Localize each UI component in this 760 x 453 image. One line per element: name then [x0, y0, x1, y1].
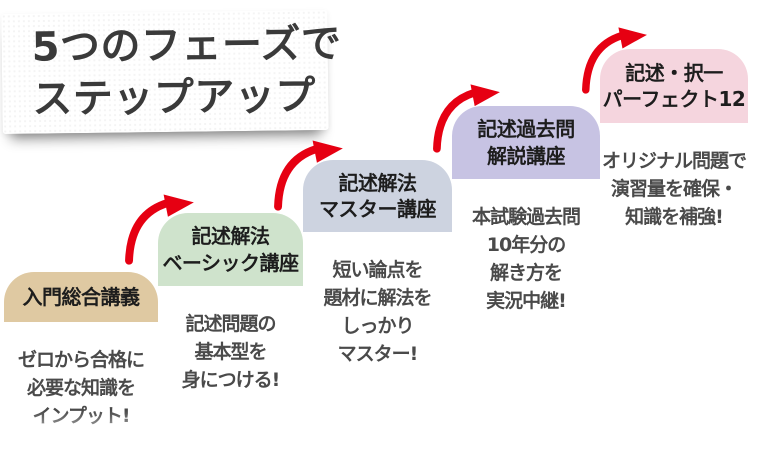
- step-1-description: ゼロから合格に 必要な知識を インプット!: [4, 322, 158, 450]
- step-4-description: 本試験過去問 10年分の 解き方を 実況中継!: [452, 179, 600, 450]
- step-up-arrow-icon: [271, 139, 347, 211]
- step-3-header: 記述解法 マスター講座: [303, 160, 452, 232]
- step-1-header: 入門総合講義: [4, 272, 158, 322]
- step-3-description: 短い論点を 題材に解法を しっかり マスター!: [303, 232, 452, 450]
- step-2-header: 記述解法 ベーシック講座: [158, 213, 303, 286]
- step-up-arrow-icon: [124, 193, 196, 265]
- step-column-3: 記述解法 マスター講座 短い論点を 題材に解法を しっかり マスター!: [303, 160, 452, 450]
- step-column-2: 記述解法 ベーシック講座 記述問題の 基本型を 身につける!: [158, 213, 303, 450]
- step-up-arrow-icon: [579, 26, 651, 94]
- title-card: 5つのフェーズで ステップアップ: [1, 10, 342, 134]
- step-column-4: 記述過去問 解説講座 本試験過去問 10年分の 解き方を 実況中継!: [452, 106, 600, 450]
- step-5-header: 記述・択一 パーフェクト12: [600, 49, 748, 123]
- step-2-description: 記述問題の 基本型を 身につける!: [158, 286, 303, 450]
- step-up-arrow-icon: [429, 83, 505, 153]
- step-column-1: 入門総合講義 ゼロから合格に 必要な知識を インプット!: [4, 272, 158, 450]
- step-5-description: オリジナル問題で 演習量を確保・ 知識を補強!: [600, 123, 748, 450]
- title-line-2: ステップアップ: [32, 73, 317, 123]
- step-4-header: 記述過去問 解説講座: [452, 106, 600, 179]
- step-column-5: 記述・択一 パーフェクト12 オリジナル問題で 演習量を確保・ 知識を補強!: [600, 49, 748, 450]
- title-line-1: 5つのフェーズで: [31, 20, 342, 71]
